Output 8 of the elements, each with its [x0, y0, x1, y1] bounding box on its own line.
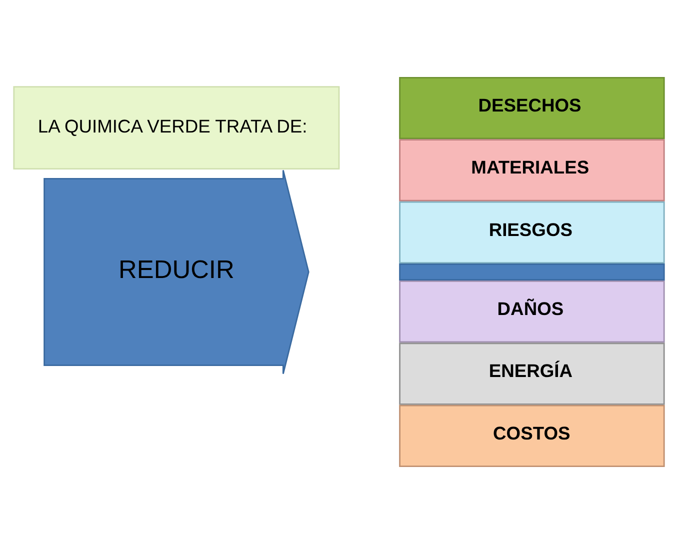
node-box: DESECHOS — [399, 76, 665, 140]
node-box: DAÑOS — [399, 280, 665, 343]
node-box: MATERIALES — [399, 139, 665, 202]
node-box: COSTOS — [399, 404, 665, 468]
node-bar — [399, 264, 665, 280]
node-box: LA QUIMICA VERDE TRATA DE: — [13, 86, 340, 170]
node-box: RIESGOS — [399, 201, 665, 264]
node-box: ENERGÍA — [399, 342, 665, 405]
